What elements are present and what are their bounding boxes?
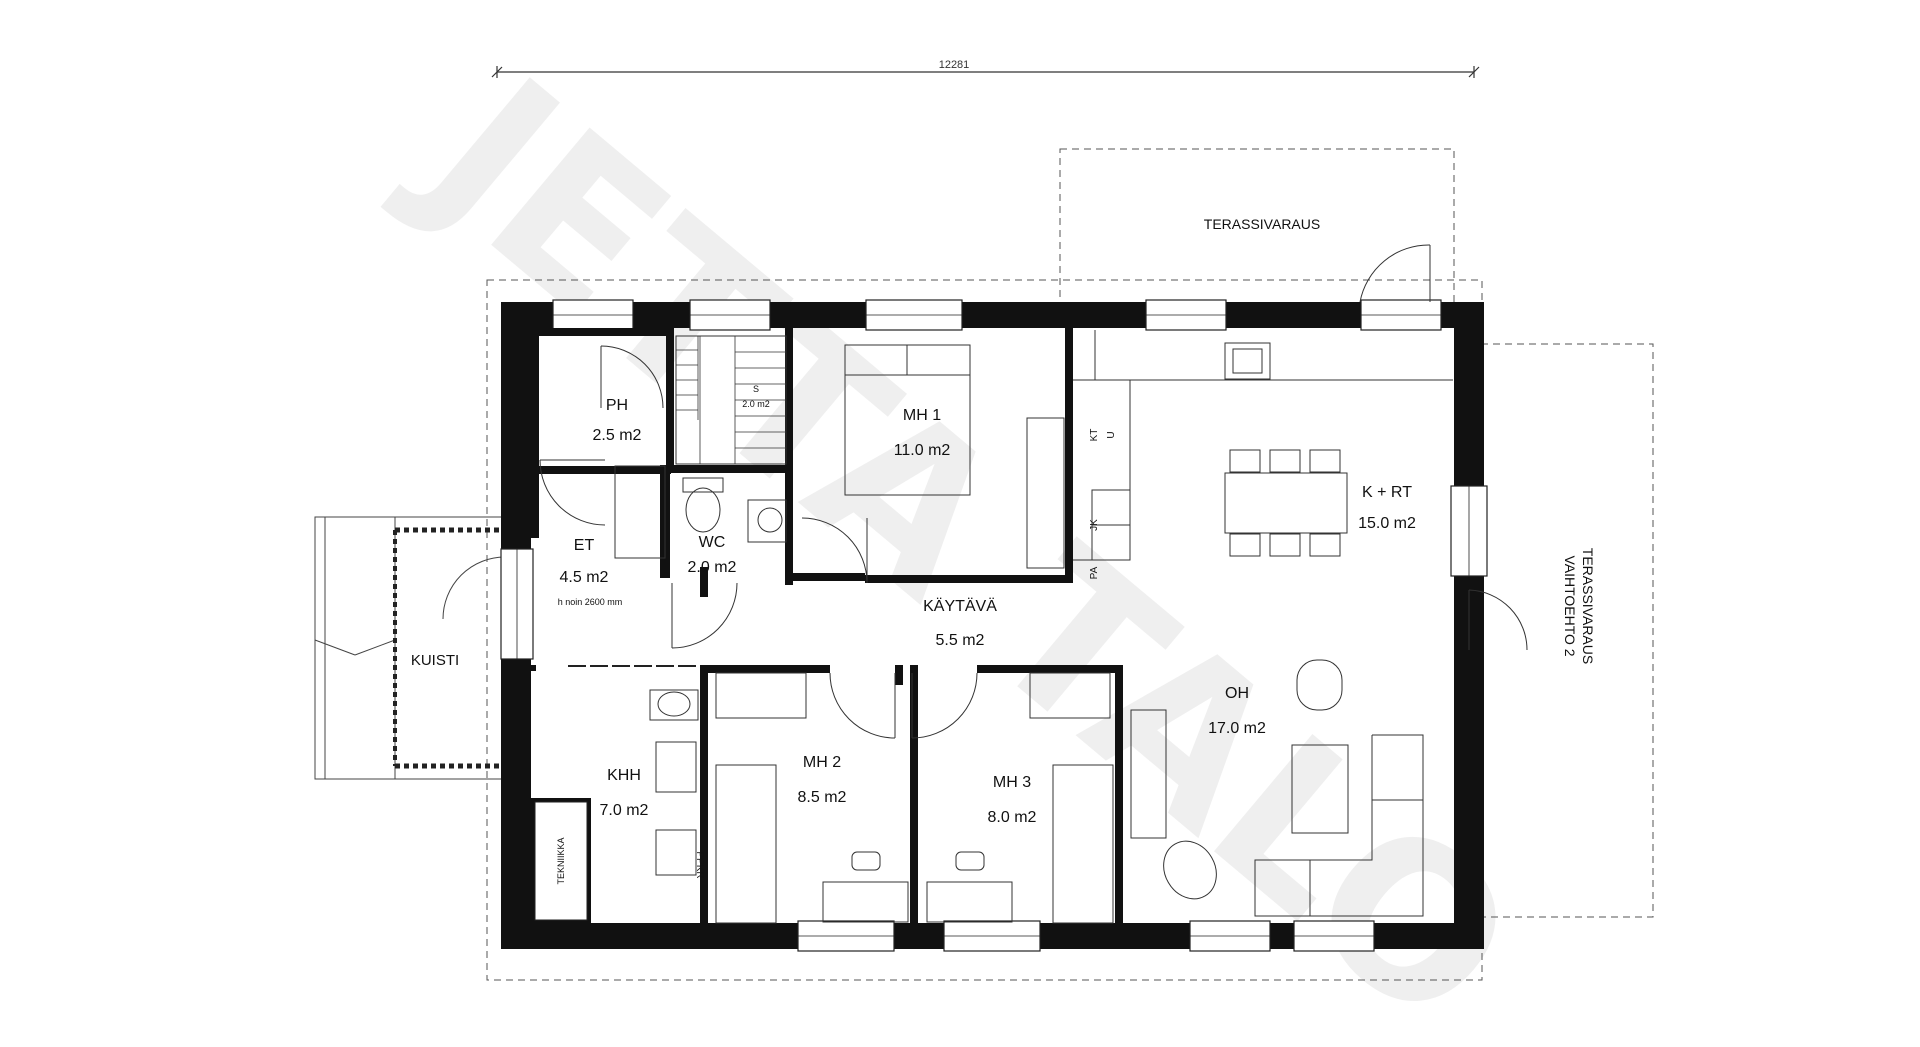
terrace-door — [1359, 244, 1528, 651]
label-ppkr: PPKR — [694, 851, 705, 878]
terrace-option2-line1: TERASSIVARAUS — [1580, 548, 1596, 664]
sauna-label: S — [753, 384, 759, 394]
room-kitchen-area: 15.0 m2 — [1358, 515, 1416, 532]
room-labels: PH 2.5 m2 MH 1 11.0 m2 K + RT 15.0 m2 ET… — [558, 397, 1416, 826]
dimension-label: 12281 — [939, 59, 970, 71]
sauna-area: 2.0 m2 — [742, 399, 770, 409]
room-mh2-name: MH 2 — [803, 754, 841, 771]
sauna — [675, 335, 787, 465]
room-et-area: 4.5 m2 — [560, 569, 609, 586]
laundry-fixtures — [649, 689, 699, 876]
room-oh-area: 17.0 m2 — [1208, 720, 1266, 737]
wc-fixtures — [682, 477, 787, 543]
room-ph-name: PH — [606, 397, 628, 414]
label-jk: JK — [1089, 519, 1100, 531]
room-wc-area: 2.0 m2 — [688, 559, 737, 576]
technical-room-label: TEKNIIKKA — [556, 837, 566, 884]
terrace-reservation-label: TERASSIVARAUS — [1204, 216, 1320, 232]
room-mh2-area: 8.5 m2 — [798, 789, 847, 806]
terrace-reservation-right — [1468, 343, 1654, 918]
label-pa: PA — [1089, 566, 1100, 579]
room-et-name: ET — [574, 537, 595, 554]
room-kaytava-name: KÄYTÄVÄ — [923, 597, 997, 615]
living-furniture — [1130, 659, 1424, 917]
doors — [539, 345, 978, 739]
room-khh-name: KHH — [607, 767, 641, 784]
room-ph-area: 2.5 m2 — [593, 427, 642, 444]
room-mh3-area: 8.0 m2 — [988, 809, 1037, 826]
room-mh1-area: 11.0 m2 — [894, 442, 951, 459]
room-khh-area: 7.0 m2 — [600, 802, 649, 819]
kitchen-fixtures — [1073, 330, 1453, 561]
porch-label: KUISTI — [411, 652, 459, 669]
label-kt: KT — [1089, 429, 1100, 442]
label-u: U — [1106, 431, 1117, 438]
room-oh-name: OH — [1225, 685, 1249, 702]
room-wc-name: WC — [699, 534, 726, 551]
dimension-line — [491, 66, 1480, 78]
room-kaytava-area: 5.5 m2 — [936, 632, 985, 649]
entry-details — [614, 465, 666, 559]
room-kitchen-name: K + RT — [1362, 484, 1412, 501]
room-et-note: h noin 2600 mm — [558, 597, 623, 607]
bedroom-furniture — [715, 672, 1114, 924]
mh1-furniture — [844, 344, 1065, 569]
room-mh1-name: MH 1 — [903, 407, 941, 424]
porch — [314, 516, 506, 780]
terrace-option2-line2: VAIHTOEHTO 2 — [1562, 555, 1578, 656]
room-mh3-name: MH 3 — [993, 774, 1031, 791]
